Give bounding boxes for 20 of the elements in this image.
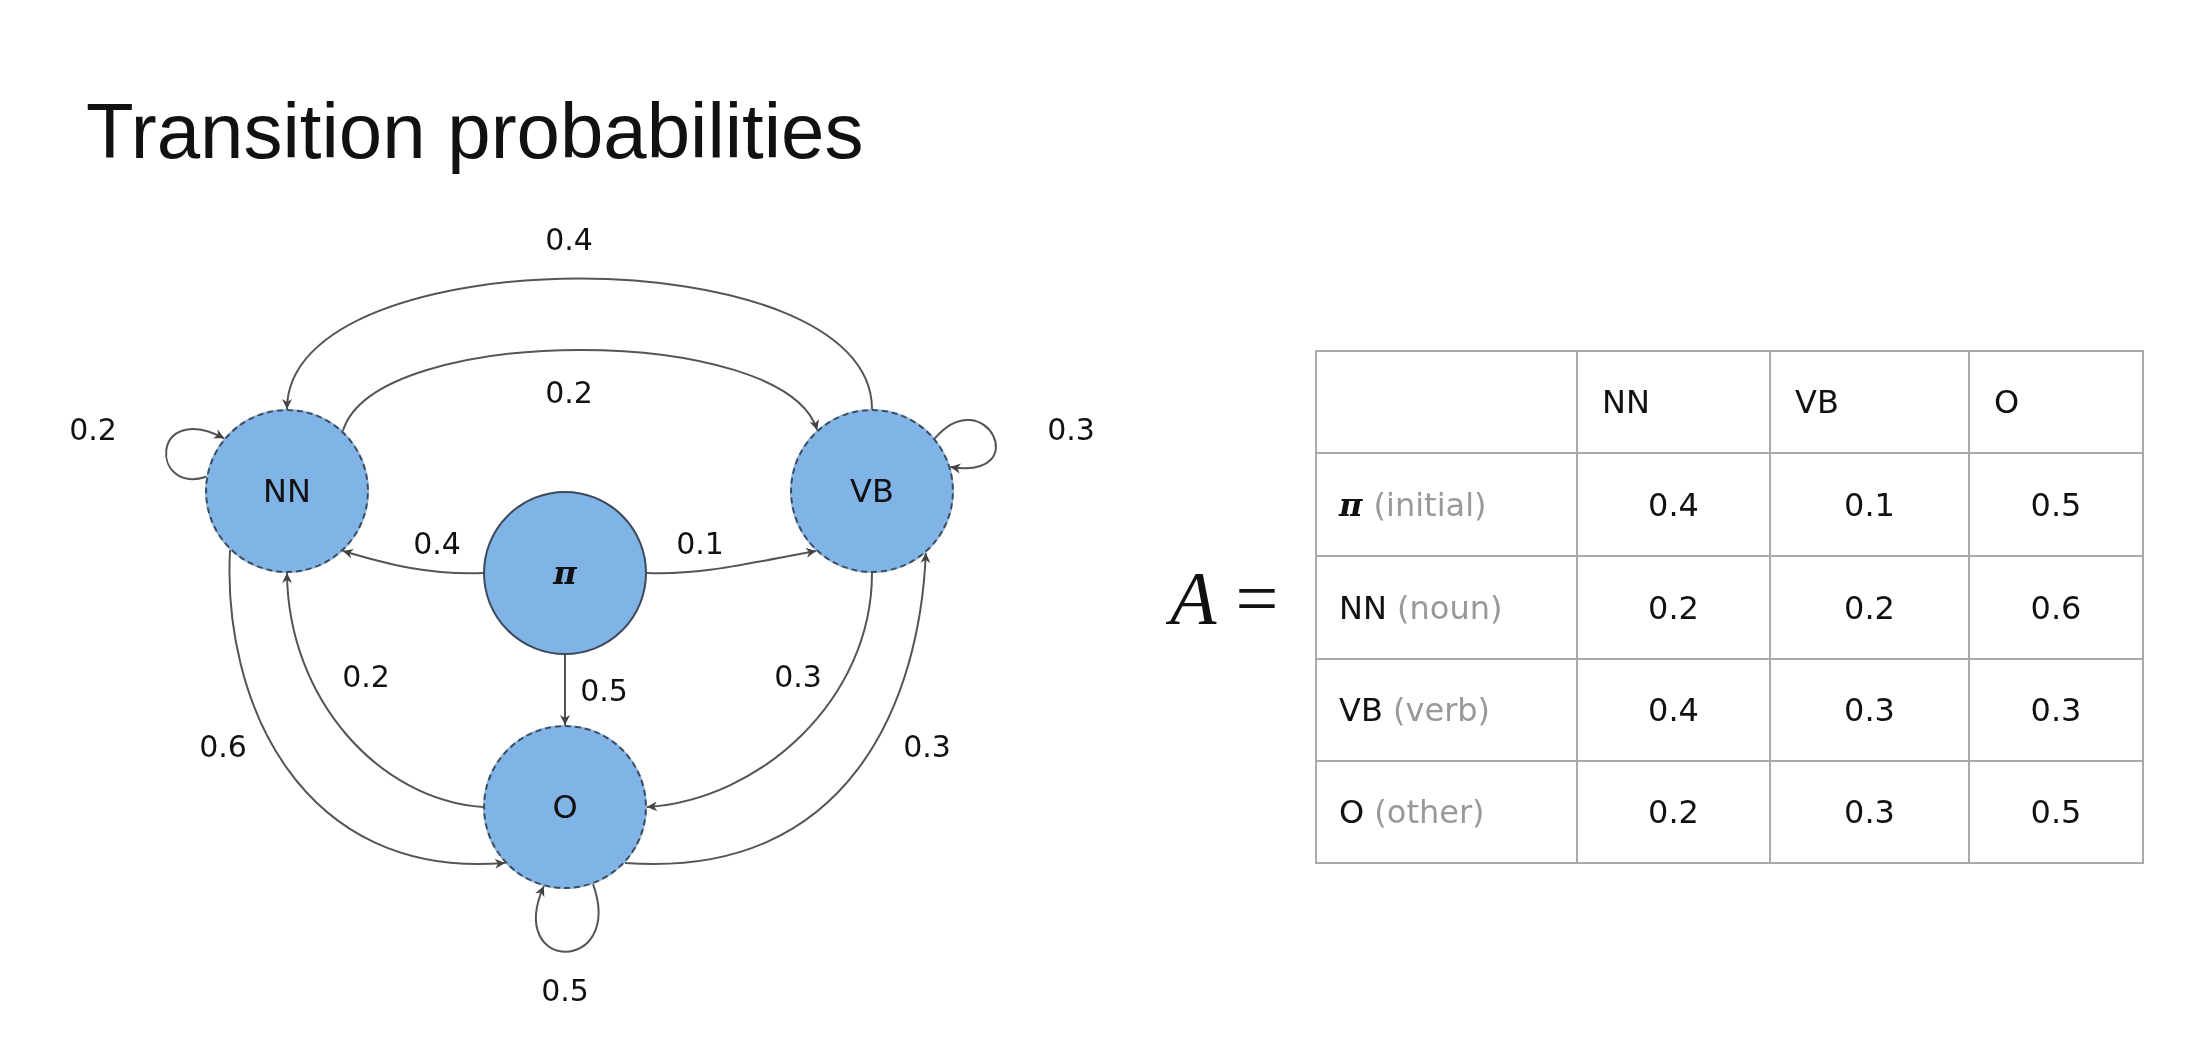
arrow	[560, 654, 570, 726]
state-label: NN	[263, 472, 311, 510]
state-label: VB	[850, 472, 894, 510]
state-label: π	[553, 554, 577, 592]
arrow	[282, 572, 484, 808]
table-cell: 0.5	[1968, 760, 2144, 864]
row-header: O (other)	[1315, 760, 1578, 864]
arrow	[623, 551, 930, 865]
arrow	[646, 572, 873, 811]
arrow	[933, 419, 997, 473]
arrow	[228, 549, 507, 868]
column-header: O	[1968, 350, 2144, 454]
arrow	[646, 547, 818, 575]
arrow	[284, 277, 873, 410]
arrow	[341, 348, 819, 433]
arrow	[165, 428, 226, 481]
state-label: O	[552, 788, 578, 826]
arrow	[535, 883, 600, 953]
slide-title: Transition probabilities	[86, 86, 864, 177]
arrow	[341, 549, 484, 575]
